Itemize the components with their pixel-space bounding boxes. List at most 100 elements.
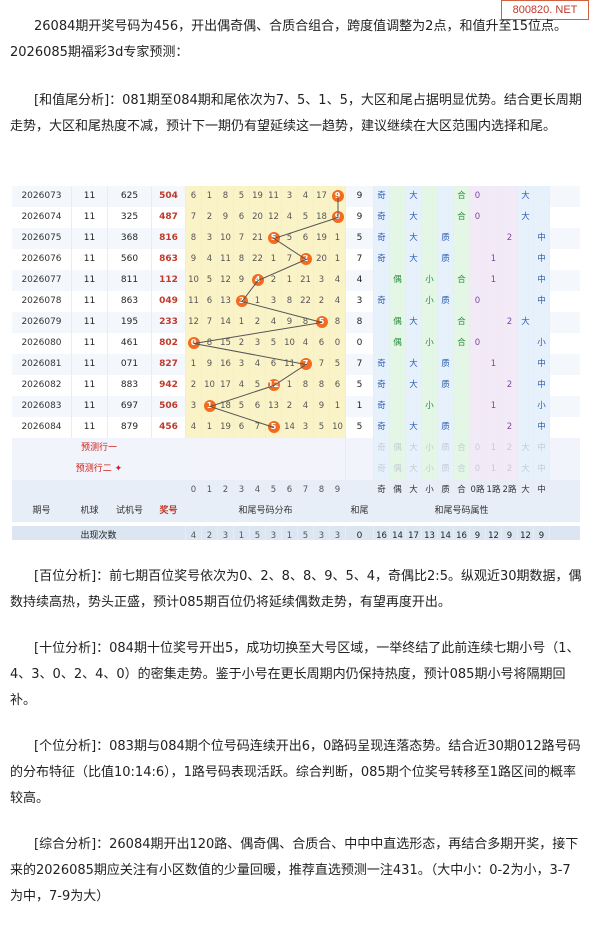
predict-attribute-cell: 小 [422, 438, 438, 459]
hit-ball: 5 [267, 421, 280, 433]
predict-attribute-cell: 大 [406, 459, 422, 480]
footer-digit-count: 1 [234, 526, 250, 540]
distribution-cell: 12 [186, 312, 202, 333]
sum-tail-cell: 5 [346, 228, 374, 249]
footer-attr-count: 12 [486, 526, 502, 540]
distribution-cell: 9 [218, 207, 234, 228]
attribute-cell [502, 207, 518, 228]
distribution-cell: 1 [202, 396, 218, 417]
distribution-cell: 1 [330, 396, 346, 417]
distribution-cell: 2 [234, 333, 250, 354]
header-attr: 0路 [470, 480, 486, 501]
award-number-cell: 942 [152, 375, 186, 396]
test-number-cell: 461 [108, 333, 152, 354]
distribution-cell: 1 [202, 417, 218, 438]
distribution-cell: 20 [314, 249, 330, 270]
distribution-cell: 6 [250, 396, 266, 417]
attribute-cell [486, 417, 502, 438]
intro-line-2: 2026085期福彩3d专家预测： [10, 40, 582, 66]
attribute-cell: 奇 [374, 186, 390, 207]
attribute-cell: 奇 [374, 249, 390, 270]
attribute-cell [502, 270, 518, 291]
distribution-cell: 8 [298, 312, 314, 333]
distribution-cell: 7 [250, 417, 266, 438]
distribution-cell: 22 [298, 291, 314, 312]
attribute-cell: 中 [534, 375, 550, 396]
distribution-cell: 4 [298, 396, 314, 417]
attribute-cell [486, 207, 502, 228]
distribution-cell: 5 [314, 312, 330, 333]
footer-digit-count: 4 [186, 526, 202, 540]
distribution-cell: 13 [266, 396, 282, 417]
header-digit: 1 [202, 480, 218, 501]
attribute-cell: 奇 [374, 396, 390, 417]
distribution-cell: 3 [186, 396, 202, 417]
site-watermark: 800820. NET [501, 0, 589, 20]
predict-attribute-cell: 1 [486, 459, 502, 480]
attribute-cell: 奇 [374, 207, 390, 228]
footer-attr-count: 16 [374, 526, 390, 540]
attribute-cell [454, 375, 470, 396]
award-number-cell: 456 [152, 417, 186, 438]
distribution-cell: 1 [282, 375, 298, 396]
distribution-cell: 6 [314, 333, 330, 354]
attribute-cell: 奇 [374, 354, 390, 375]
attribute-cell [406, 270, 422, 291]
attribute-cell [390, 375, 406, 396]
attribute-cell: 0 [470, 333, 486, 354]
test-number-cell: 325 [108, 207, 152, 228]
attribute-cell [438, 312, 454, 333]
predict-attribute-cell: 0 [470, 438, 486, 459]
attribute-cell [518, 333, 534, 354]
footer-attr-count: 12 [518, 526, 534, 540]
predict-attribute-cell: 中 [534, 438, 550, 459]
machine-cell: 11 [72, 333, 108, 354]
attribute-cell: 合 [454, 312, 470, 333]
distribution-cell: 3 [282, 186, 298, 207]
distribution-cell: 6 [298, 228, 314, 249]
test-number-cell: 879 [108, 417, 152, 438]
ge-section: [个位分析]：083期与084期个位号码连续开出6，0路码呈现连落态势。结合近3… [10, 739, 581, 806]
attribute-cell [438, 186, 454, 207]
distribution-cell: 0 [330, 333, 346, 354]
shi-section: [十位分析]：084期十位奖号开出5，成功切换至大号区域，一举终结了此前连续七期… [10, 641, 580, 708]
distribution-cell: 7 [234, 228, 250, 249]
predict-sum-cell [346, 459, 374, 480]
attribute-cell: 大 [406, 186, 422, 207]
attribute-cell: 大 [518, 312, 534, 333]
distribution-cell: 19 [314, 228, 330, 249]
attribute-cell [486, 186, 502, 207]
attribute-cell: 1 [486, 270, 502, 291]
attribute-cell: 中 [534, 417, 550, 438]
bai-section: [百位分析]：前七期百位奖号依次为0、2、8、8、9、5、4，奇偶比2:5。纵观… [10, 569, 582, 610]
hewei-section: [和值尾分析]：081期至084期和尾依次为7、5、1、5，大区和尾占据明显优势… [10, 93, 582, 134]
header-attr: 奇 [374, 480, 390, 501]
predict-attribute-cell: 合 [454, 459, 470, 480]
period-cell: 2026077 [12, 270, 72, 291]
predict-attribute-cell: 2 [502, 459, 518, 480]
attribute-cell: 小 [534, 333, 550, 354]
header-digit: 4 [250, 480, 266, 501]
attribute-cell: 0 [470, 291, 486, 312]
zonghe-section: [综合分析]：26084期开出120路、偶奇偶、合质合、中中中直选形态，再结合多… [10, 837, 579, 904]
header-titles-row: 期号机球试机号奖号和尾号码分布和尾和尾号码属性 [12, 501, 580, 522]
period-cell: 2026083 [12, 396, 72, 417]
attribute-cell: 偶 [390, 333, 406, 354]
period-cell: 2026074 [12, 207, 72, 228]
distribution-cell: 1 [202, 186, 218, 207]
test-number-cell: 195 [108, 312, 152, 333]
attribute-cell [422, 417, 438, 438]
distribution-cell: 4 [250, 270, 266, 291]
predict-distribution-area [186, 459, 346, 480]
distribution-cell: 18 [314, 207, 330, 228]
distribution-cell: 4 [202, 249, 218, 270]
test-number-cell: 560 [108, 249, 152, 270]
distribution-cell: 5 [282, 228, 298, 249]
attribute-cell [486, 333, 502, 354]
distribution-cell: 3 [202, 228, 218, 249]
